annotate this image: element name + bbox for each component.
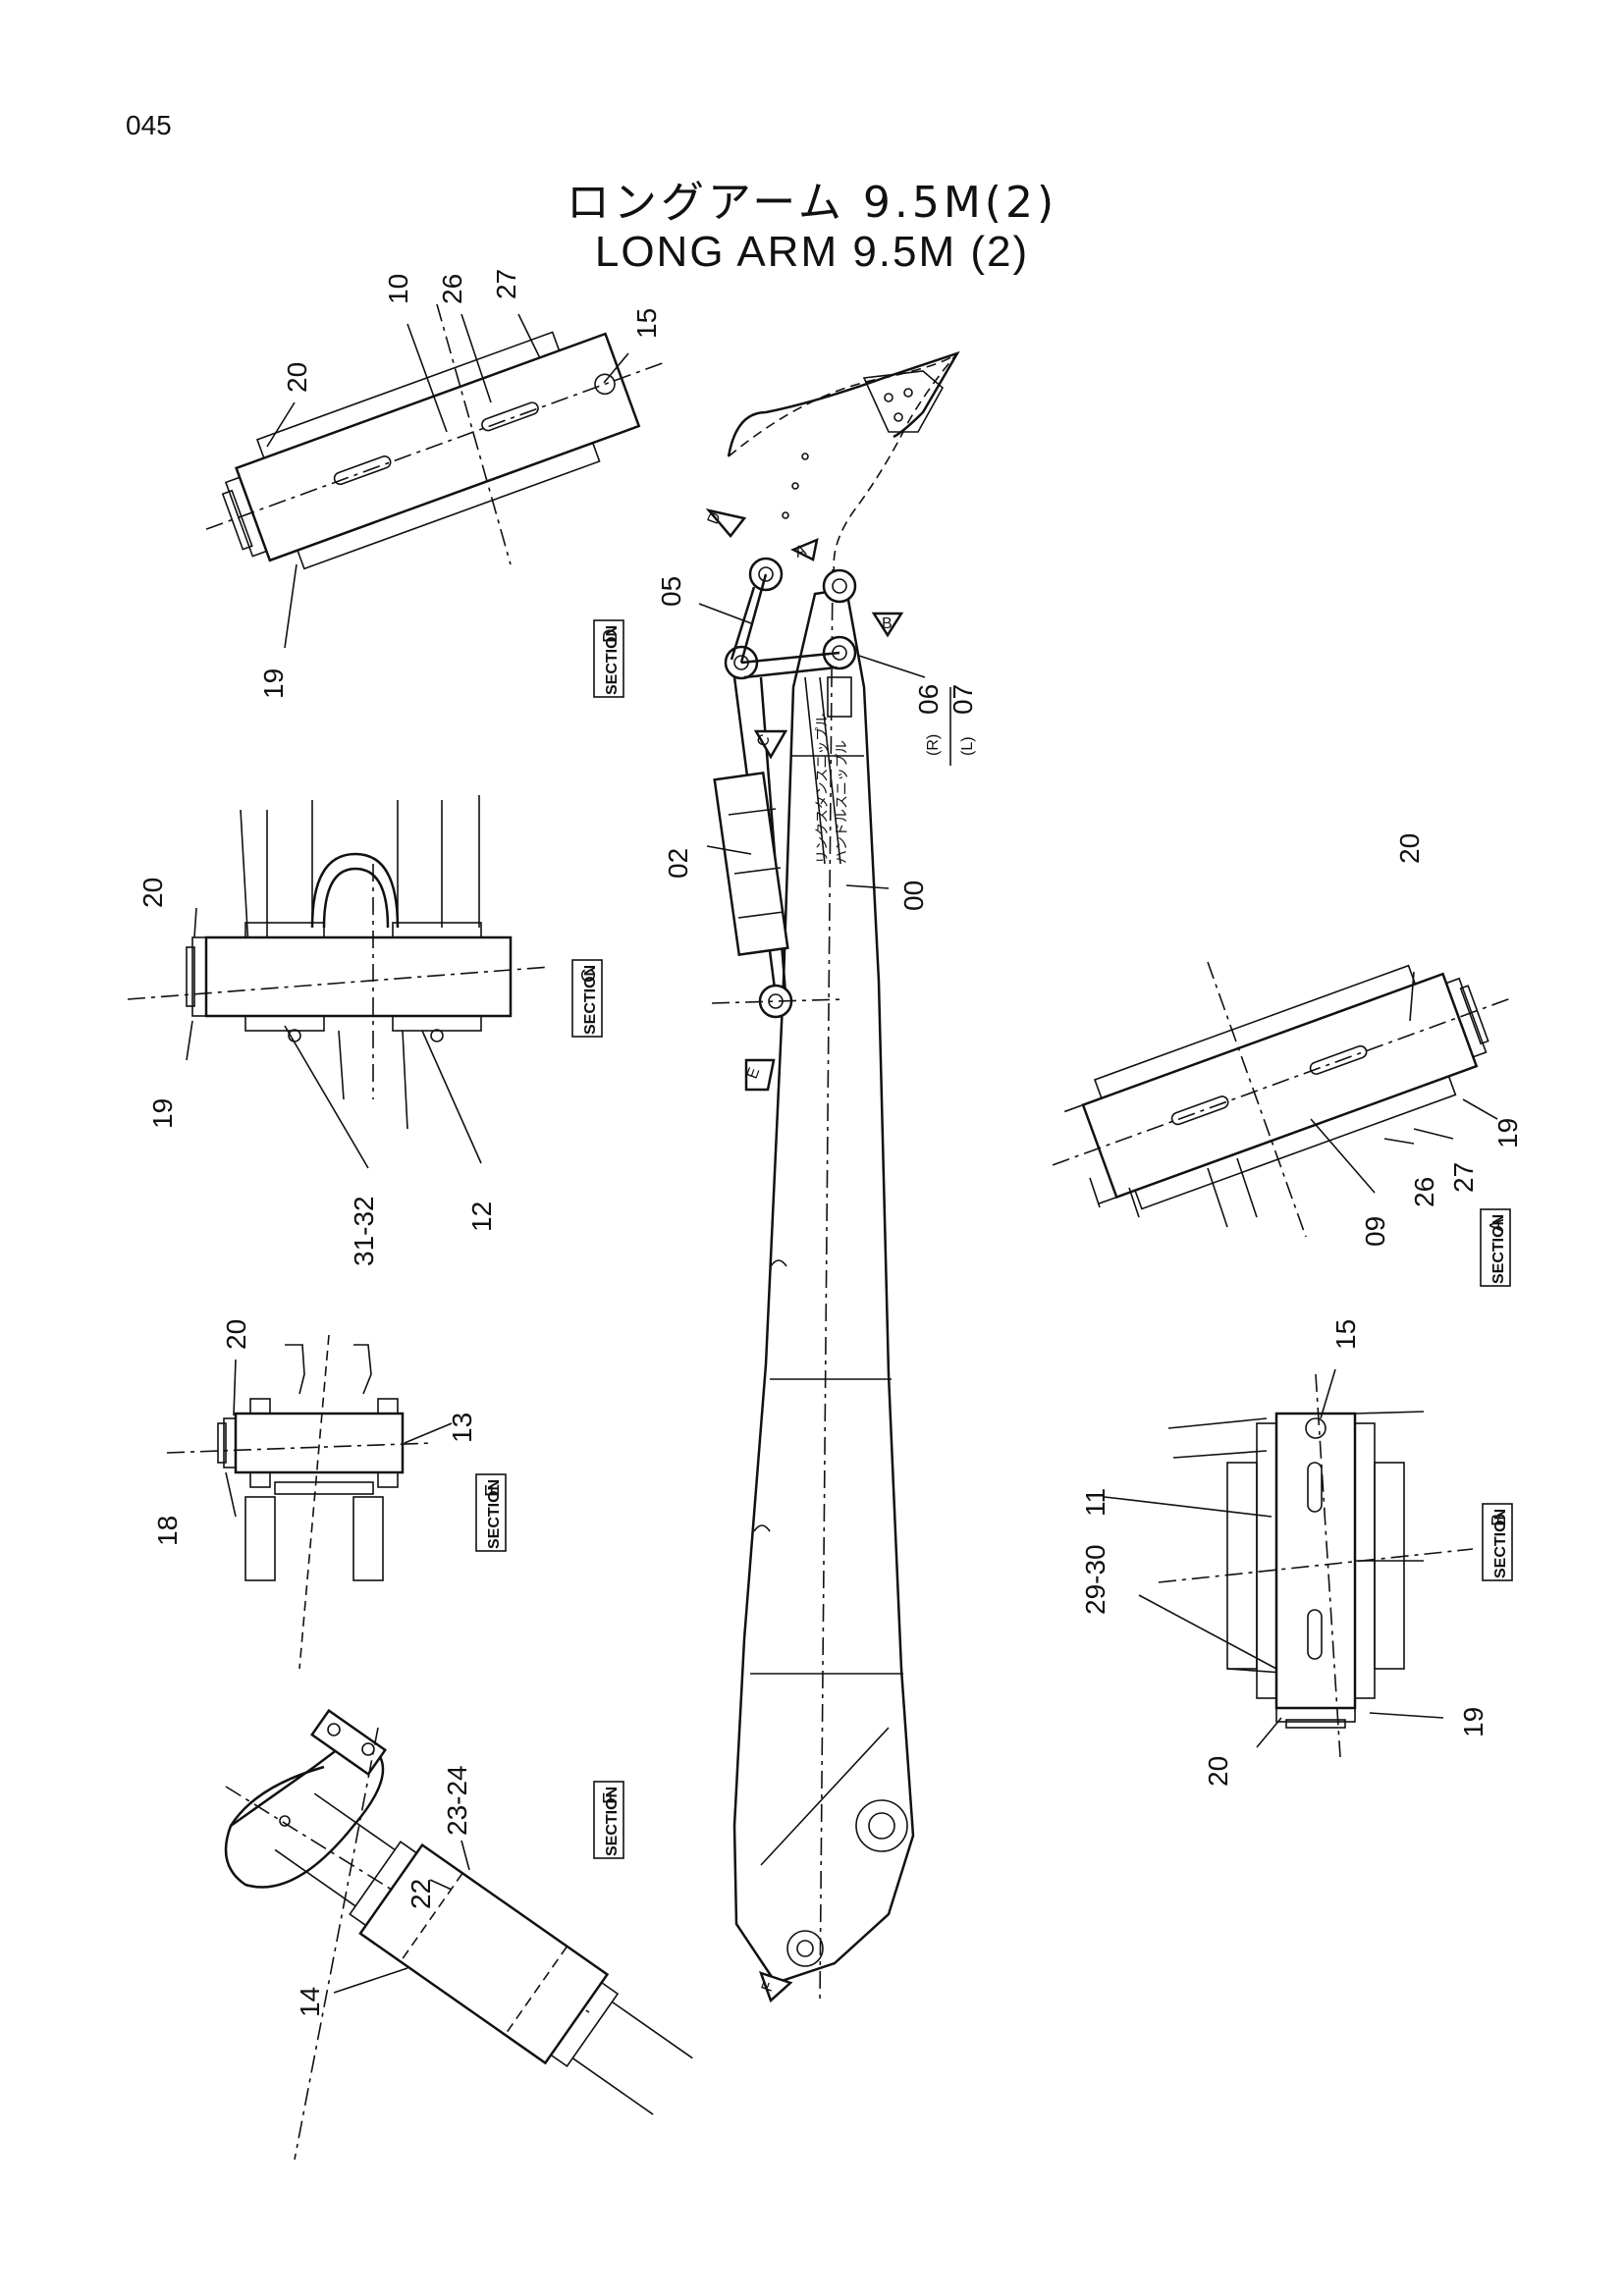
part-label: D — [600, 629, 622, 643]
section-tag-D: SECTION D — [593, 619, 624, 698]
part-label: 15 — [631, 308, 662, 339]
section-B-view: 15 11 29-30 20 19 SECTION B — [1080, 1319, 1513, 1787]
part-label: 20 — [1203, 1756, 1233, 1787]
part-label: 22 — [406, 1879, 436, 1909]
section-tag-E: SECTION E — [475, 1473, 507, 1552]
title-japanese: ロングアーム 9.5M(2) — [566, 178, 1058, 228]
label-05: 05 — [656, 576, 686, 607]
part-label: 20 — [137, 878, 168, 908]
part-label: 20 — [221, 1319, 251, 1350]
part-label: 10 — [383, 274, 413, 304]
view-arrow-E: E — [744, 1058, 776, 1092]
part-label: A — [1487, 1218, 1508, 1232]
title-english: LONG ARM 9.5M (2) — [594, 228, 1030, 276]
view-arrow-A: A — [789, 537, 819, 561]
section-tag-F: SECTION F — [593, 1781, 624, 1859]
part-label: B — [1489, 1514, 1510, 1526]
section-tag-B: SECTION B — [1482, 1503, 1513, 1581]
part-label: B — [882, 615, 893, 632]
long-arm-main-view: リンクスタンスニップル ハンドルスニップル A B C D E F — [656, 350, 978, 2003]
part-label: 27 — [1448, 1162, 1479, 1193]
side-mark-left: (L) — [959, 736, 976, 756]
part-label: SECTION — [1492, 1509, 1509, 1578]
part-label: SECTION — [604, 1787, 621, 1856]
part-label: 15 — [1330, 1319, 1361, 1350]
part-label: 26 — [1409, 1177, 1439, 1207]
label-02: 02 — [663, 848, 693, 879]
part-label: 19 — [258, 668, 289, 699]
view-arrow-D: D — [705, 507, 747, 538]
part-label: SECTION — [582, 965, 599, 1035]
part-label: C — [578, 969, 600, 983]
part-label: SECTION — [486, 1479, 503, 1549]
view-arrow-B: B — [871, 612, 904, 638]
side-mark-right: (R) — [925, 734, 942, 756]
label-00: 00 — [898, 881, 929, 911]
part-label: 20 — [1394, 833, 1425, 864]
part-label: 29-30 — [1080, 1544, 1110, 1615]
section-D-view: 10 26 27 15 20 19 SECTION D — [205, 269, 669, 699]
section-tag-C: SECTION C — [571, 959, 603, 1038]
part-label: SECTION — [604, 625, 621, 695]
part-label: 11 — [1080, 1488, 1110, 1517]
part-label: 14 — [295, 1987, 325, 2017]
part-label: 12 — [466, 1201, 497, 1232]
part-label: 20 — [282, 362, 312, 393]
part-label: 18 — [152, 1516, 183, 1546]
part-label: 31-32 — [349, 1196, 379, 1266]
label-06: 06 — [913, 684, 944, 715]
section-C-view: 20 19 31-32 12 SECTION C — [127, 795, 603, 1266]
part-label: 19 — [1458, 1707, 1489, 1737]
part-label: SECTION — [1490, 1214, 1507, 1284]
view-arrow-C: C — [754, 729, 788, 760]
section-F-view: 23-24 22 14 SECTION F — [224, 1708, 693, 2161]
page-number: 045 — [126, 110, 172, 140]
section-tag-A: SECTION A — [1480, 1208, 1511, 1287]
part-label: 26 — [437, 274, 467, 304]
view-arrow-F: F — [759, 1971, 793, 2003]
label-07: 07 — [947, 684, 978, 715]
part-label: 19 — [147, 1098, 178, 1129]
section-E-view: 20 13 18 SECTION E — [152, 1319, 507, 1670]
part-label: 09 — [1360, 1216, 1390, 1247]
part-label: F — [600, 1792, 622, 1804]
part-label: E — [482, 1484, 504, 1497]
part-label: 23-24 — [442, 1765, 472, 1836]
part-label: D — [705, 510, 725, 527]
section-A-view: 20 19 27 26 09 SECTION A — [1052, 833, 1523, 1287]
part-label: 13 — [447, 1413, 477, 1443]
svg-text:リンクスタンスニップル: リンクスタンスニップル — [814, 714, 830, 864]
part-label: 19 — [1492, 1118, 1523, 1148]
part-label: 27 — [491, 269, 521, 299]
svg-text:ハンドルスニップル: ハンドルスニップル — [834, 740, 849, 864]
